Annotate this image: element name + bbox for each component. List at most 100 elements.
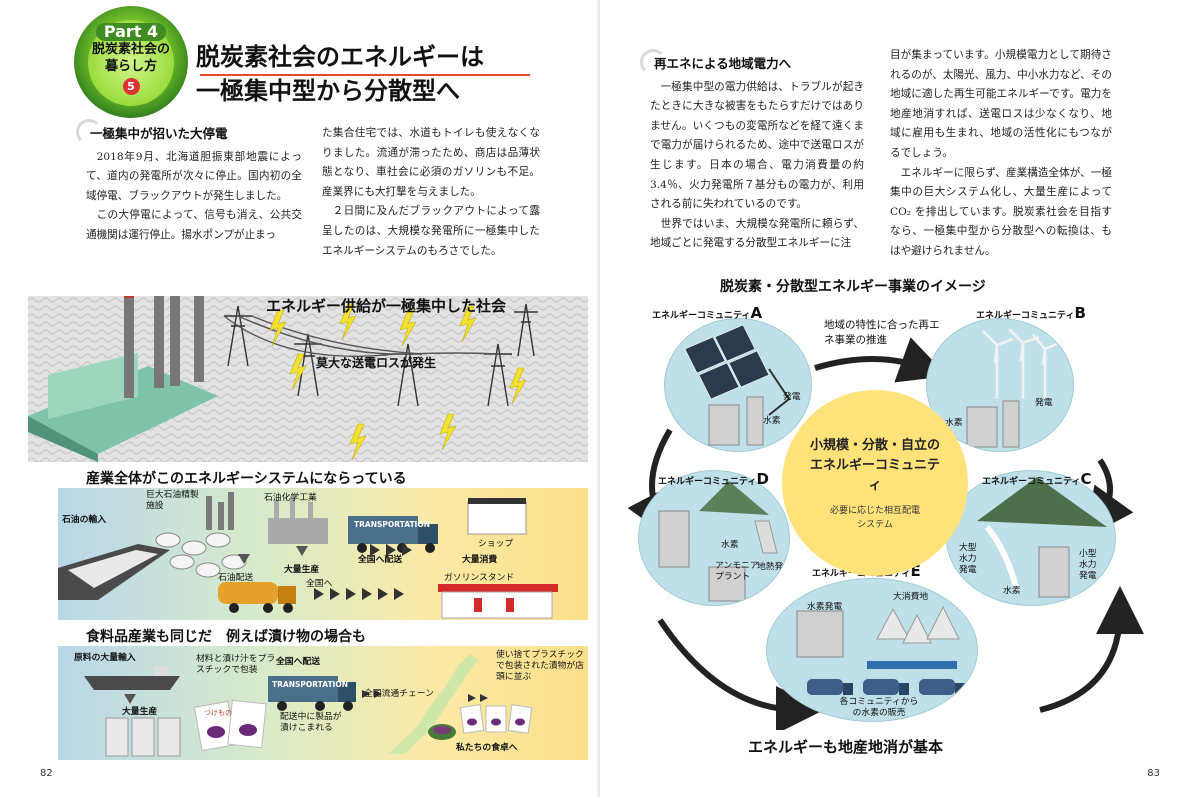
part-badge: Part 4 脱炭素社会の 暮らし方 5 (74, 6, 188, 118)
packaging-label: 材料と漬け汁をプラスチックで包装 (196, 654, 276, 675)
left-page: Part 4 脱炭素社会の 暮らし方 5 脱炭素社会のエネルギーは 一極集中型か… (28, 6, 588, 779)
community-e: 水素発電 大消費地 各コミュニティからの水素の販売 (766, 578, 978, 722)
buildings-icon (876, 605, 960, 644)
transmission-towers-icon (223, 303, 538, 407)
raw-import-label: 原料の大量輸入 (74, 653, 136, 663)
pack-label: つけもの (204, 709, 232, 717)
paragraph: た集合住宅では、水道もトイレも使えなくなりました。流通が滞ったため、商店は品薄状… (322, 127, 540, 198)
big-consumer-label: 大消費地 (893, 592, 929, 602)
page-number: 83 (1147, 768, 1160, 779)
centralized-energy-illustration: エネルギー供給が一極集中した社会 莫大な送電ロスが発生 (28, 296, 588, 462)
community-label: エネルギーコミュニティ (652, 311, 751, 321)
hydro-icon (977, 477, 1107, 598)
section-heading: 一極集中が招いた大停電 (76, 119, 302, 145)
community-letter: B (1074, 304, 1086, 322)
geothermal-label: 地熱発電 (757, 562, 790, 572)
oil-truck-icon (218, 582, 296, 613)
community-c-title: エネルギーコミュニティC (982, 470, 1091, 488)
pipeline-icon (867, 661, 957, 669)
title-line1: 脱炭素社会のエネルギーは (196, 43, 484, 71)
industry-illustration: 石油の輸入 巨大石油精製施設 石油化学工業 TRANSPORTATION 大量生… (58, 488, 588, 620)
small-hydro-label: 小型水力発電 (1079, 549, 1097, 581)
paragraph: 2018年9月、北海道胆振東部地震によって、道内の発電所が次々に停止。国内初の全… (86, 150, 302, 202)
solar-panel-icon (684, 324, 791, 446)
illustration-title: 食料品産業も同じだ 例えば漬け物の場合も (86, 629, 366, 645)
hydrogen-label: 水素 (763, 416, 781, 426)
plant-icon (658, 510, 746, 602)
food-industry-graphic (84, 654, 533, 757)
geothermal-icon (658, 481, 778, 602)
sales-label: 各コミュニティからの水素の販売 (839, 697, 919, 718)
pickle-pack-icon (193, 699, 267, 752)
badge-line2: 暮らし方 (104, 59, 157, 74)
text-column-2: た集合住宅では、水道もトイレも使えなくなりました。流通が滞ったため、商店は品薄状… (322, 124, 540, 261)
community-a: 発電 水素 (664, 318, 812, 452)
right-page: 再エネによる地域電力へ 一極集中型の電力供給は、トラブルが起きたときに大きな被害… (600, 0, 1200, 797)
h2-gen-label: 水素発電 (807, 602, 843, 612)
large-hydro-label: 大型水力発電 (959, 543, 977, 575)
title-line2: 一極集中型から分散型へ (196, 77, 460, 105)
community-label: エネルギーコミュニティ (658, 477, 757, 487)
oil-delivery-label: 石油配送 (218, 573, 254, 583)
illustration-title: エネルギー供給が一極集中した社会 (266, 297, 507, 315)
petrochem-label: 石油化学工業 (264, 493, 317, 503)
disposable-label: 使い捨てプラスチックで包装された漬物が店頭に並ぶ (496, 650, 584, 682)
center-main-label: 小規模・分散・自立のエネルギーコミュニティ (809, 438, 940, 493)
truck-text: TRANSPORTATION (272, 680, 348, 689)
refinery-label: 巨大石油精製施設 (146, 490, 199, 511)
pack-icons (459, 704, 533, 734)
wind-turbine-icon (966, 328, 1060, 448)
pickled-label: 配送中に製品が漬けこまれる (280, 712, 342, 733)
shop-label: ショップ (478, 539, 514, 549)
community-letter: D (756, 470, 769, 488)
oil-tanks-icon (155, 532, 247, 578)
arrows-icon (314, 544, 412, 600)
illustration-title: 産業全体がこのエネルギーシステムにならっている (86, 471, 407, 487)
refinery-icon (206, 492, 234, 530)
mass-consumption-label: 大量消費 (462, 555, 498, 565)
mass-production-label: 大量生産 (284, 565, 320, 575)
bottom-slogan: エネルギーも地産地消が基本 (748, 738, 944, 756)
community-label: エネルギーコミュニティ (982, 477, 1081, 487)
paragraph: 世界ではいま、大規模な発電所に頼らず、地域ごとに発電する分散型エネルギーに注 (650, 217, 864, 250)
community-a-title: エネルギーコミュニティA (652, 304, 762, 322)
paragraph: エネルギーに限らず、産業構造全体が、一極集中の巨大システム化し、大量生産によって… (890, 166, 1112, 257)
smokestacks-icon (124, 296, 204, 398)
nationwide-label: 全国へ配送 (276, 657, 320, 667)
down-arrow-icon (238, 546, 308, 564)
cargo-ship-icon (84, 666, 180, 690)
community-label: エネルギーコミュニティ (976, 311, 1075, 321)
paragraph: ２日間に及んだブラックアウトによって露呈したのは、大規模な発電所に一極集中したエ… (322, 205, 540, 257)
community-letter: E (910, 562, 921, 580)
dining-table-label: 私たちの食卓へ (456, 743, 518, 753)
text-column-3: 再エネによる地域電力へ 一極集中型の電力供給は、トラブルが起きたときに大きな被害… (640, 49, 864, 254)
mass-production-label: 大量生産 (122, 707, 158, 717)
ammonia-label: アンモニアプラント (715, 561, 759, 582)
nationwide-label: 全国へ配送 (358, 555, 402, 565)
badge-line1: 脱炭素社会の (91, 42, 170, 57)
community-b-title: エネルギーコミュニティB (976, 304, 1086, 322)
plant-icon (1038, 546, 1070, 598)
hydrogen-label: 水素 (721, 540, 739, 550)
community-d: 水素 地熱発電 アンモニアプラント (638, 470, 790, 606)
factory-icon (268, 496, 328, 544)
lightning-icons (269, 303, 527, 461)
loss-label: 莫大な送電ロスが発生 (316, 356, 437, 370)
shop-icon (467, 498, 527, 535)
food-industry-illustration: 原料の大量輸入 材料と漬け汁をプラスチックで包装 全国へ配送 TRANSPORT… (58, 646, 588, 760)
badge-part: Part 4 (96, 23, 166, 41)
hydrogen-trucks-icon (807, 679, 965, 695)
delivery-truck-icon (268, 676, 356, 711)
center-circle: 小規模・分散・自立のエネルギーコミュニティ 必要に応じた相互配電システム (782, 390, 968, 576)
gen-label: 発電 (1035, 398, 1053, 408)
title-underline (200, 74, 530, 76)
community-letter: C (1080, 470, 1092, 488)
tanks-icon (105, 717, 181, 757)
japan-map-icon (388, 654, 478, 754)
oil-import-label: 石油の輸入 (62, 515, 106, 525)
text-column-4: 目が集まっています。小規模電力として期待されるのが、太陽光、風力、中小水力など、… (890, 46, 1112, 262)
hydrogen-label: 水素 (1003, 586, 1021, 596)
community-c: 大型水力発電 小型水力発電 水素 (946, 470, 1116, 606)
chain-label: 全国流通チェーン (364, 689, 434, 699)
dining-table-icon (428, 724, 456, 740)
